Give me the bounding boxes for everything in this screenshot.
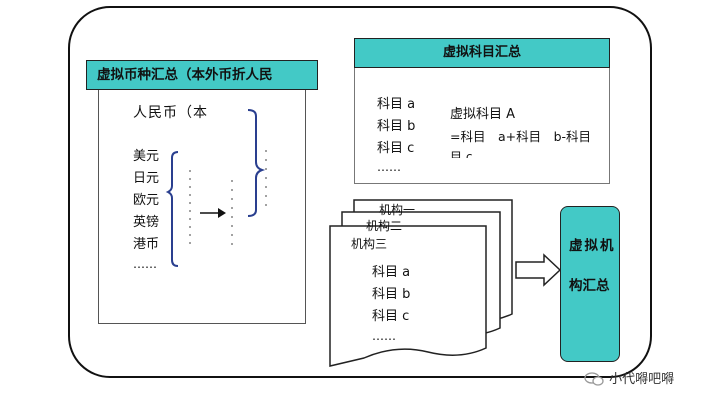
rmb-label: 人民币（本 bbox=[133, 105, 208, 121]
currency-summary-title-text: 虚拟币种汇总（本外币折人民 bbox=[97, 67, 273, 83]
org-document-stack bbox=[329, 199, 513, 367]
org-summary-line2: 构汇总 bbox=[569, 278, 610, 294]
watermark-text: 小代嘚吧嘚 bbox=[609, 372, 675, 387]
currency-item: 英镑 bbox=[133, 215, 160, 230]
currency-list: 美元 日元 欧元 英镑 港币 …… bbox=[133, 146, 159, 272]
currency-item: 港币 bbox=[133, 237, 160, 252]
subject-summary-title: 虚拟科目汇总 bbox=[354, 38, 610, 68]
diagram-frame bbox=[68, 6, 652, 378]
formula-continuation-clip: 目 c bbox=[450, 150, 510, 158]
currency-panel bbox=[98, 80, 306, 324]
currency-brackets bbox=[165, 109, 267, 267]
watermark: 小代嘚吧嘚 bbox=[584, 367, 674, 391]
currency-item: 欧元 bbox=[133, 193, 160, 208]
subject-summary-title-text: 虚拟科目汇总 bbox=[442, 45, 521, 60]
org-subject-item: …… bbox=[372, 329, 396, 343]
virtual-subject-formula-cont: 目 c bbox=[450, 150, 473, 158]
org-summary-box: 虚拟机 构汇总 bbox=[560, 206, 620, 362]
subject-list: 科目 a 科目 b 科目 c …… bbox=[377, 94, 415, 174]
currency-item: 日元 bbox=[133, 171, 160, 186]
subject-panel bbox=[354, 60, 610, 184]
virtual-subject-title: 虚拟科目 A bbox=[450, 107, 516, 122]
subject-item: 科目 a bbox=[377, 97, 416, 112]
org-name: 机构一 bbox=[379, 203, 416, 217]
subject-item: …… bbox=[377, 160, 401, 174]
virtual-subject-formula: =科目 a+科目 b-科目 bbox=[450, 129, 592, 144]
block-arrow bbox=[515, 253, 562, 287]
wechat-icon bbox=[584, 371, 604, 386]
subject-item: 科目 c bbox=[377, 141, 415, 156]
org-name: 机构二 bbox=[366, 219, 403, 233]
currency-item: …… bbox=[133, 257, 157, 271]
currency-item: 美元 bbox=[133, 149, 160, 164]
org-name: 机构三 bbox=[351, 237, 388, 251]
subject-item: 科目 b bbox=[377, 119, 416, 134]
org-subject-item: 科目 a bbox=[372, 265, 411, 280]
org-subject-list: 科目 a 科目 b 科目 c …… bbox=[372, 262, 410, 344]
org-subject-item: 科目 c bbox=[372, 309, 410, 324]
org-subject-item: 科目 b bbox=[372, 287, 411, 302]
currency-summary-title: 虚拟币种汇总（本外币折人民 bbox=[86, 60, 318, 90]
org-summary-line1: 虚拟机 bbox=[569, 238, 616, 254]
